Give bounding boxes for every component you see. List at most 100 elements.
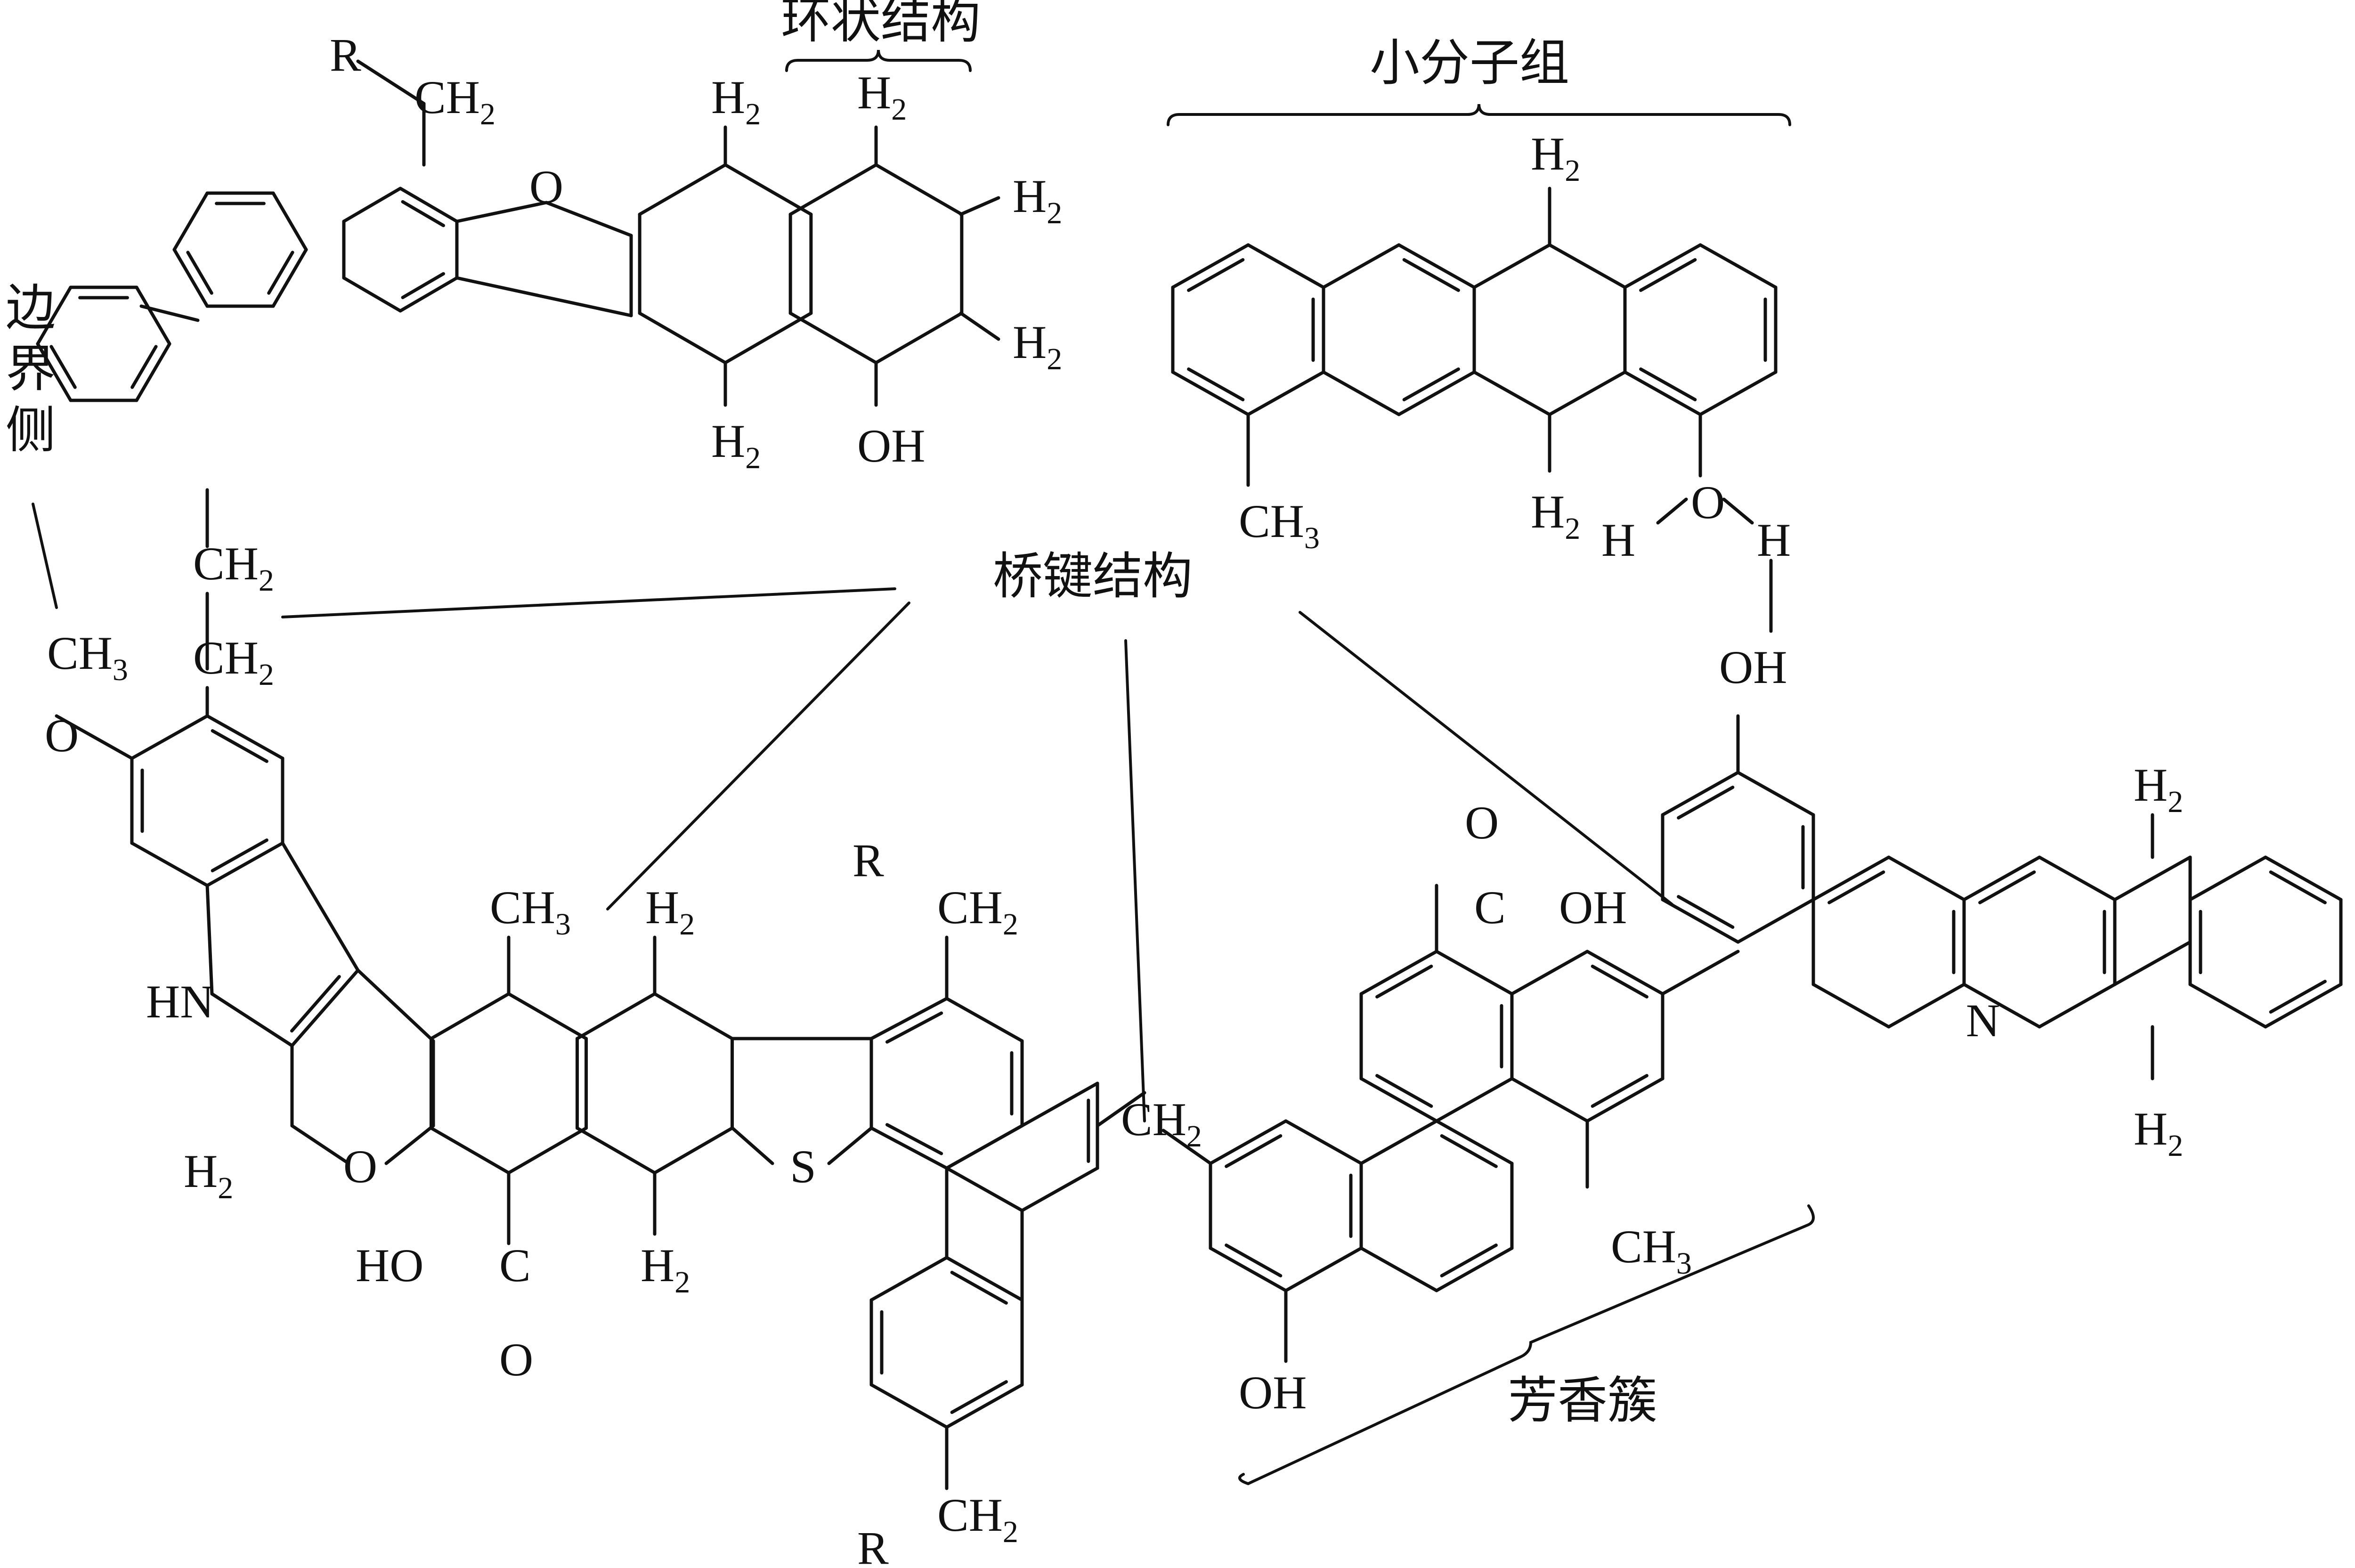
h2-label-ring-a-bottom-text: H bbox=[711, 415, 745, 467]
ring-t-bond bbox=[1698, 370, 1778, 416]
ring-r-bond bbox=[1322, 370, 1401, 416]
cyclohexane-a-bond bbox=[723, 163, 813, 216]
ring-link-bond bbox=[139, 304, 200, 322]
ring-p-double-bond bbox=[2269, 870, 2327, 904]
ring-k-bond bbox=[1510, 950, 1589, 996]
methyl-label-aromatic-text: CH bbox=[1611, 1220, 1676, 1273]
ring-p-bond bbox=[2264, 983, 2343, 1029]
ring-j-double-bond bbox=[1375, 1074, 1433, 1108]
ho-label-carboxyl-text: HO bbox=[356, 1239, 423, 1292]
oxygen-label-carboxyl-right-text: O bbox=[1465, 796, 1499, 849]
r-label-top-text: R bbox=[330, 29, 361, 81]
furan-bond bbox=[455, 201, 548, 223]
ring-s-bond bbox=[1472, 370, 1551, 416]
h2-label-acridine-bottom-text: H bbox=[2134, 1103, 2168, 1155]
ring-e-bond bbox=[945, 997, 1024, 1043]
ring-h-bond bbox=[1209, 1119, 1288, 1165]
ring-a-bond bbox=[271, 248, 308, 308]
oh-label-aromatic-text: OH bbox=[1239, 1366, 1307, 1419]
ch2-label-bottom: CH2 bbox=[937, 1489, 1018, 1549]
r-label-bottom: R bbox=[857, 1522, 889, 1568]
oxygen-label-small: O bbox=[1691, 476, 1725, 528]
r-link-bond bbox=[356, 59, 426, 106]
ring-a-bond bbox=[172, 191, 209, 252]
cyclohexane-a-bond bbox=[638, 311, 727, 365]
cyclohexane-b-bond bbox=[874, 163, 964, 216]
ring-q-double-bond bbox=[1187, 258, 1245, 292]
ring-q-bond bbox=[1246, 243, 1325, 289]
h2-label-small-bottom-subscript: 2 bbox=[1565, 512, 1580, 546]
r-label-middle: R bbox=[853, 834, 884, 886]
ring-i-bond bbox=[1435, 1119, 1514, 1165]
ring-d-bond bbox=[130, 714, 209, 760]
ring-a-double-bond bbox=[267, 251, 294, 295]
ring-s-bond bbox=[1548, 243, 1627, 289]
thiophene-bond bbox=[827, 1126, 873, 1165]
hn-label: HN bbox=[146, 975, 214, 1028]
h2-label-ring-b-right-1-text: H bbox=[1013, 170, 1047, 222]
ring-e-bond bbox=[869, 1126, 949, 1170]
oh-label-ring-b: OH bbox=[857, 420, 925, 472]
thiophene-bond bbox=[731, 1126, 774, 1165]
leader-boundary-side bbox=[32, 503, 58, 609]
ch2-label-top: CH2 bbox=[414, 71, 495, 131]
ring-r-bond bbox=[1397, 370, 1476, 416]
oh-label-carboxyl-right: OH bbox=[1559, 881, 1627, 934]
ring-n-bond bbox=[2038, 855, 2117, 902]
ring-c-bond bbox=[398, 187, 459, 223]
h2-label-small-top-text: H bbox=[1531, 128, 1565, 180]
h2-label-center-bottom: H2 bbox=[641, 1239, 690, 1300]
ring-t-bond bbox=[1623, 370, 1702, 416]
r-label-bottom-text: R bbox=[857, 1522, 889, 1568]
cyclohexane-b-bond bbox=[874, 311, 964, 365]
bridge-bond bbox=[1161, 1129, 1212, 1165]
hydrogen-label-small-1-text: H bbox=[1601, 514, 1635, 566]
ring-k-bond bbox=[1585, 950, 1665, 996]
ring-d-bond bbox=[130, 841, 209, 887]
h2-label-center-bottom-text: H bbox=[641, 1239, 674, 1292]
ring-g-bond bbox=[945, 1256, 1024, 1302]
pyran-bond bbox=[290, 1124, 350, 1165]
pyran-bond bbox=[356, 968, 435, 1043]
h2-label-ring-b-top-subscript: 2 bbox=[891, 92, 907, 127]
pyran-bond bbox=[384, 1124, 435, 1165]
cyclohexane-c-bond bbox=[507, 992, 588, 1040]
h2-label-ring-b-right-2: H2 bbox=[1013, 316, 1062, 376]
ring-s-bond bbox=[1472, 243, 1551, 289]
methoxy-ch3-label-text: CH bbox=[47, 627, 113, 679]
ch2-label-middle-subscript: 2 bbox=[1003, 907, 1018, 942]
ch2-label-bridge-3: CH2 bbox=[1121, 1093, 1202, 1154]
annotation-bridge-structure: 桥键结构 bbox=[993, 547, 1193, 605]
ring-t-double-bond bbox=[1639, 367, 1697, 401]
methoxy-oxygen-label: O bbox=[45, 709, 79, 762]
pyrrole-bond bbox=[290, 968, 360, 1048]
ring-i-double-bond bbox=[1440, 1134, 1498, 1168]
ring-g-double-bond bbox=[950, 1380, 1008, 1414]
cyclohexane-c-bond bbox=[429, 992, 511, 1040]
oh-label-ring-b-text: OH bbox=[857, 420, 925, 472]
cyclohexane-b-bond bbox=[788, 163, 878, 216]
cyclohexane-d-bond bbox=[653, 992, 734, 1040]
ring-p-bond bbox=[2264, 855, 2343, 902]
carbon-label-carboxyl-right: C bbox=[1474, 881, 1506, 934]
methyl-label-center-subscript: 3 bbox=[555, 907, 571, 942]
ring-g-bond bbox=[869, 1383, 949, 1429]
ring-b-double-bond bbox=[49, 345, 77, 389]
methyl-label-center-text: CH bbox=[490, 881, 555, 934]
ho-label-carboxyl: HO bbox=[356, 1239, 423, 1292]
h2-label-center-top-text: H bbox=[645, 881, 679, 934]
hydrogen-label-small-1: H bbox=[1601, 514, 1635, 566]
h2-label-pyran-subscript: 2 bbox=[218, 1171, 233, 1205]
h2-label-small-bottom-text: H bbox=[1531, 486, 1565, 538]
methyl-label-aromatic: CH3 bbox=[1611, 1220, 1692, 1281]
ring-m-bond bbox=[1887, 855, 1966, 902]
ring-i-bond bbox=[1359, 1119, 1438, 1165]
h2-label-ring-a-bottom: H2 bbox=[711, 415, 761, 475]
nitrogen-label: N bbox=[1966, 994, 2000, 1047]
ring-a-bond bbox=[271, 191, 308, 252]
ring-j-bond bbox=[1435, 1077, 1514, 1123]
h2-label-center-top: H2 bbox=[645, 881, 695, 942]
ring-q-bond bbox=[1171, 370, 1250, 416]
h2-label-acridine-top-text: H bbox=[2134, 759, 2168, 811]
ring-f-bond bbox=[945, 1124, 1024, 1170]
